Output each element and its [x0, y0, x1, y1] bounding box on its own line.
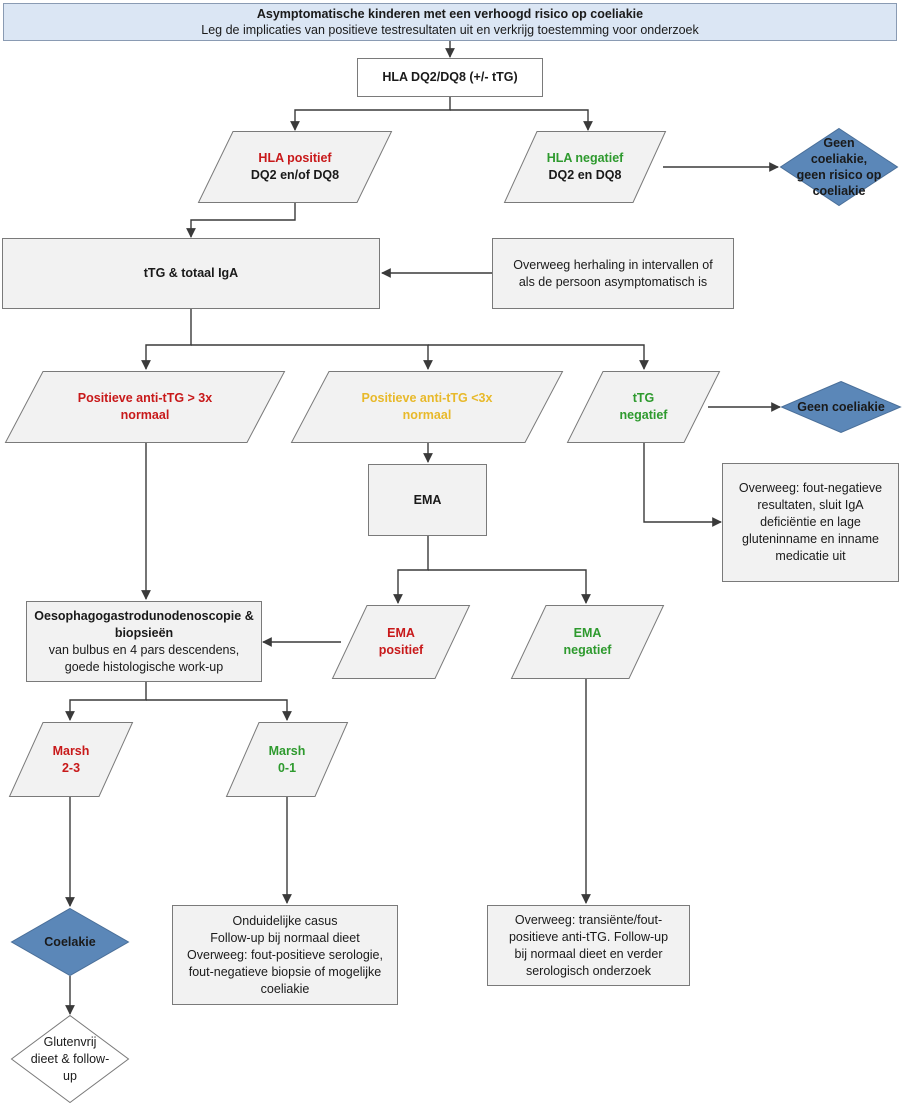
connector-ttg-to-neg: [428, 344, 649, 370]
connector-ema-to-neg: [428, 569, 591, 604]
repeat-line1: Overweeg herhaling in intervallen of: [513, 257, 713, 272]
repeat-line2: als de persoon asymptomatisch is: [518, 274, 708, 289]
false-negative-box: Overweeg: fout-negatieve resultaten, slu…: [722, 463, 899, 582]
positive-low-box: Positieve anti-tTG <3x normaal: [290, 371, 564, 443]
connector-ttg-to-low: [191, 344, 433, 370]
hla-test-box: HLA DQ2/DQ8 (+/- tTG): [357, 58, 543, 97]
transient-line1: Overweeg: transiënte/fout-: [514, 912, 663, 927]
ema-positive-box: EMA positief: [331, 605, 471, 679]
hla-positive-box: HLA positief DQ2 en/of DQ8: [197, 131, 393, 203]
unclear-case-line4: fout-negatieve biopsie of mogelijke: [188, 964, 382, 979]
false-negative-line3: deficiëntie en lage: [760, 515, 861, 529]
connector-hla-to-pos: [290, 97, 451, 131]
connector-endo-to-marsh23: [65, 682, 147, 721]
hla-negative-detail: DQ2 en DQ8: [548, 168, 622, 182]
ema-negative-line1: EMA: [573, 626, 602, 640]
repeat-box: Overweeg herhaling in intervallen of als…: [492, 238, 734, 309]
gluten-free-line2: dieet & follow-: [30, 1051, 110, 1066]
endoscopy-line4: goede histologische work-up: [64, 659, 224, 674]
ema-positive-line2: positief: [378, 643, 424, 657]
gluten-free-line1: Glutenvrij: [43, 1034, 97, 1049]
ttg-negative-box: tTG negatief: [566, 371, 721, 443]
transient-line4: serologisch onderzoek: [525, 963, 652, 978]
no-risk-line1: Geen: [823, 136, 855, 150]
marsh-0-1-box: Marsh 0-1: [225, 722, 349, 797]
gluten-free-diamond: Glutenvrij dieet & follow- up: [10, 1014, 130, 1104]
header-title: Asymptomatische kinderen met een verhoog…: [256, 7, 644, 21]
ema-positive-line1: EMA: [387, 626, 415, 640]
false-negative-line2: resultaten, sluit IgA: [757, 498, 864, 512]
hla-negative-title: HLA negatief: [546, 151, 624, 165]
unclear-case-line1: Onduidelijke casus: [232, 913, 338, 928]
no-risk-diamond: Geen coeliakie, geen risico op coeliakie: [779, 127, 899, 207]
unclear-case-line5: coeliakie: [260, 981, 310, 996]
connector-pos-to-ttg: [186, 203, 296, 238]
endoscopy-box: Oesophagogastrodunodenoscopie & biopsieë…: [26, 601, 262, 682]
connector-endo-to-marsh01: [146, 699, 292, 721]
hla-positive-title: HLA positief: [258, 151, 332, 165]
unclear-case-line2: Follow-up bij normaal dieet: [210, 930, 360, 945]
connector-ttg-to-high: [141, 309, 192, 370]
false-negative-line1: Overweeg: fout-negatieve: [738, 481, 883, 495]
ttg-negative-line2: negatief: [619, 408, 668, 422]
coeliac-diamond: Coelakie: [10, 907, 130, 977]
no-risk-line3: geen risico op: [796, 168, 882, 182]
marsh-2-3-line2: 2-3: [61, 760, 81, 775]
positive-high-line1: Positieve anti-tTG > 3x: [77, 391, 213, 405]
false-negative-line5: medicatie uit: [775, 549, 846, 563]
ttg-iga-box: tTG & totaal IgA: [2, 238, 380, 309]
endoscopy-line2: biopsieën: [114, 625, 174, 640]
hla-negative-box: HLA negatief DQ2 en DQ8: [503, 131, 667, 203]
positive-high-line2: normaal: [120, 408, 170, 422]
hla-test-label: HLA DQ2/DQ8 (+/- tTG): [382, 70, 518, 84]
transient-line3: bij normaal dieet en verder: [514, 946, 663, 961]
false-negative-line4: gluteninname en inname: [742, 532, 879, 546]
header-subtitle: Leg de implicaties van positieve testres…: [201, 23, 699, 37]
positive-low-line2: normaal: [402, 408, 452, 422]
ttg-negative-line1: tTG: [632, 391, 655, 405]
coeliac-label: Coelakie: [44, 934, 96, 949]
no-risk-line4: coeliakie: [812, 184, 866, 198]
no-risk-line2: coeliakie,: [810, 152, 868, 166]
ema-label: EMA: [413, 492, 442, 507]
ttg-iga-label: tTG & totaal IgA: [143, 266, 239, 280]
endoscopy-line3: van bulbus en 4 pars descendens,: [48, 642, 240, 657]
connector-hla-to-neg: [450, 109, 593, 131]
hla-positive-detail: DQ2 en/of DQ8: [250, 168, 340, 182]
unclear-case-line3: Overweeg: fout-positieve serologie,: [187, 947, 383, 962]
ema-box: EMA: [368, 464, 487, 536]
ema-negative-box: EMA negatief: [510, 605, 665, 679]
header-banner: Asymptomatische kinderen met een verhoog…: [3, 3, 897, 41]
marsh-2-3-line1: Marsh: [52, 743, 90, 758]
marsh-0-1-line2: 0-1: [277, 760, 297, 775]
marsh-0-1-line1: Marsh: [268, 743, 306, 758]
positive-low-line1: Positieve anti-tTG <3x: [361, 391, 493, 405]
connector-ttgneg-to-foutneg: [643, 443, 722, 527]
unclear-case-box: Onduidelijke casus Follow-up bij normaal…: [172, 905, 398, 1005]
gluten-free-line3: up: [63, 1068, 77, 1083]
transient-box: Overweeg: transiënte/fout- positieve ant…: [487, 905, 690, 986]
ema-negative-line2: negatief: [563, 643, 612, 657]
no-coeliac-diamond: Geen coeliakie: [780, 380, 902, 434]
no-coeliac-label: Geen coeliakie: [797, 399, 885, 414]
positive-high-box: Positieve anti-tTG > 3x normaal: [4, 371, 286, 443]
endoscopy-line1: Oesophagogastrodunodenoscopie &: [34, 608, 254, 623]
connector-ema-to-pos: [393, 536, 429, 604]
transient-line2: positieve anti-tTG. Follow-up: [508, 929, 669, 944]
marsh-2-3-box: Marsh 2-3: [8, 722, 134, 797]
